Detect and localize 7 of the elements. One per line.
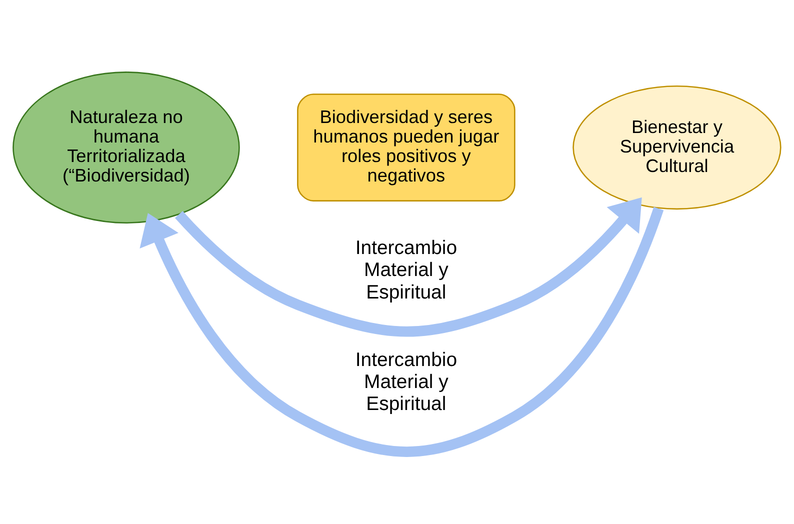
- edge-label: Intercambio Material y Espiritual: [355, 237, 458, 304]
- arrow: [174, 197, 642, 337]
- node-box: Biodiversidad y seres humanos pueden jugar roles positivos y negativos: [297, 94, 516, 202]
- node-ellipse: Naturaleza no humana Territorializada (“Biodiversidad): [12, 72, 240, 224]
- node-ellipse: Bienestar y Supervivencia Cultural: [572, 86, 782, 210]
- edge-label: Intercambio Material y Espiritual: [355, 348, 458, 415]
- arrow: [140, 206, 664, 457]
